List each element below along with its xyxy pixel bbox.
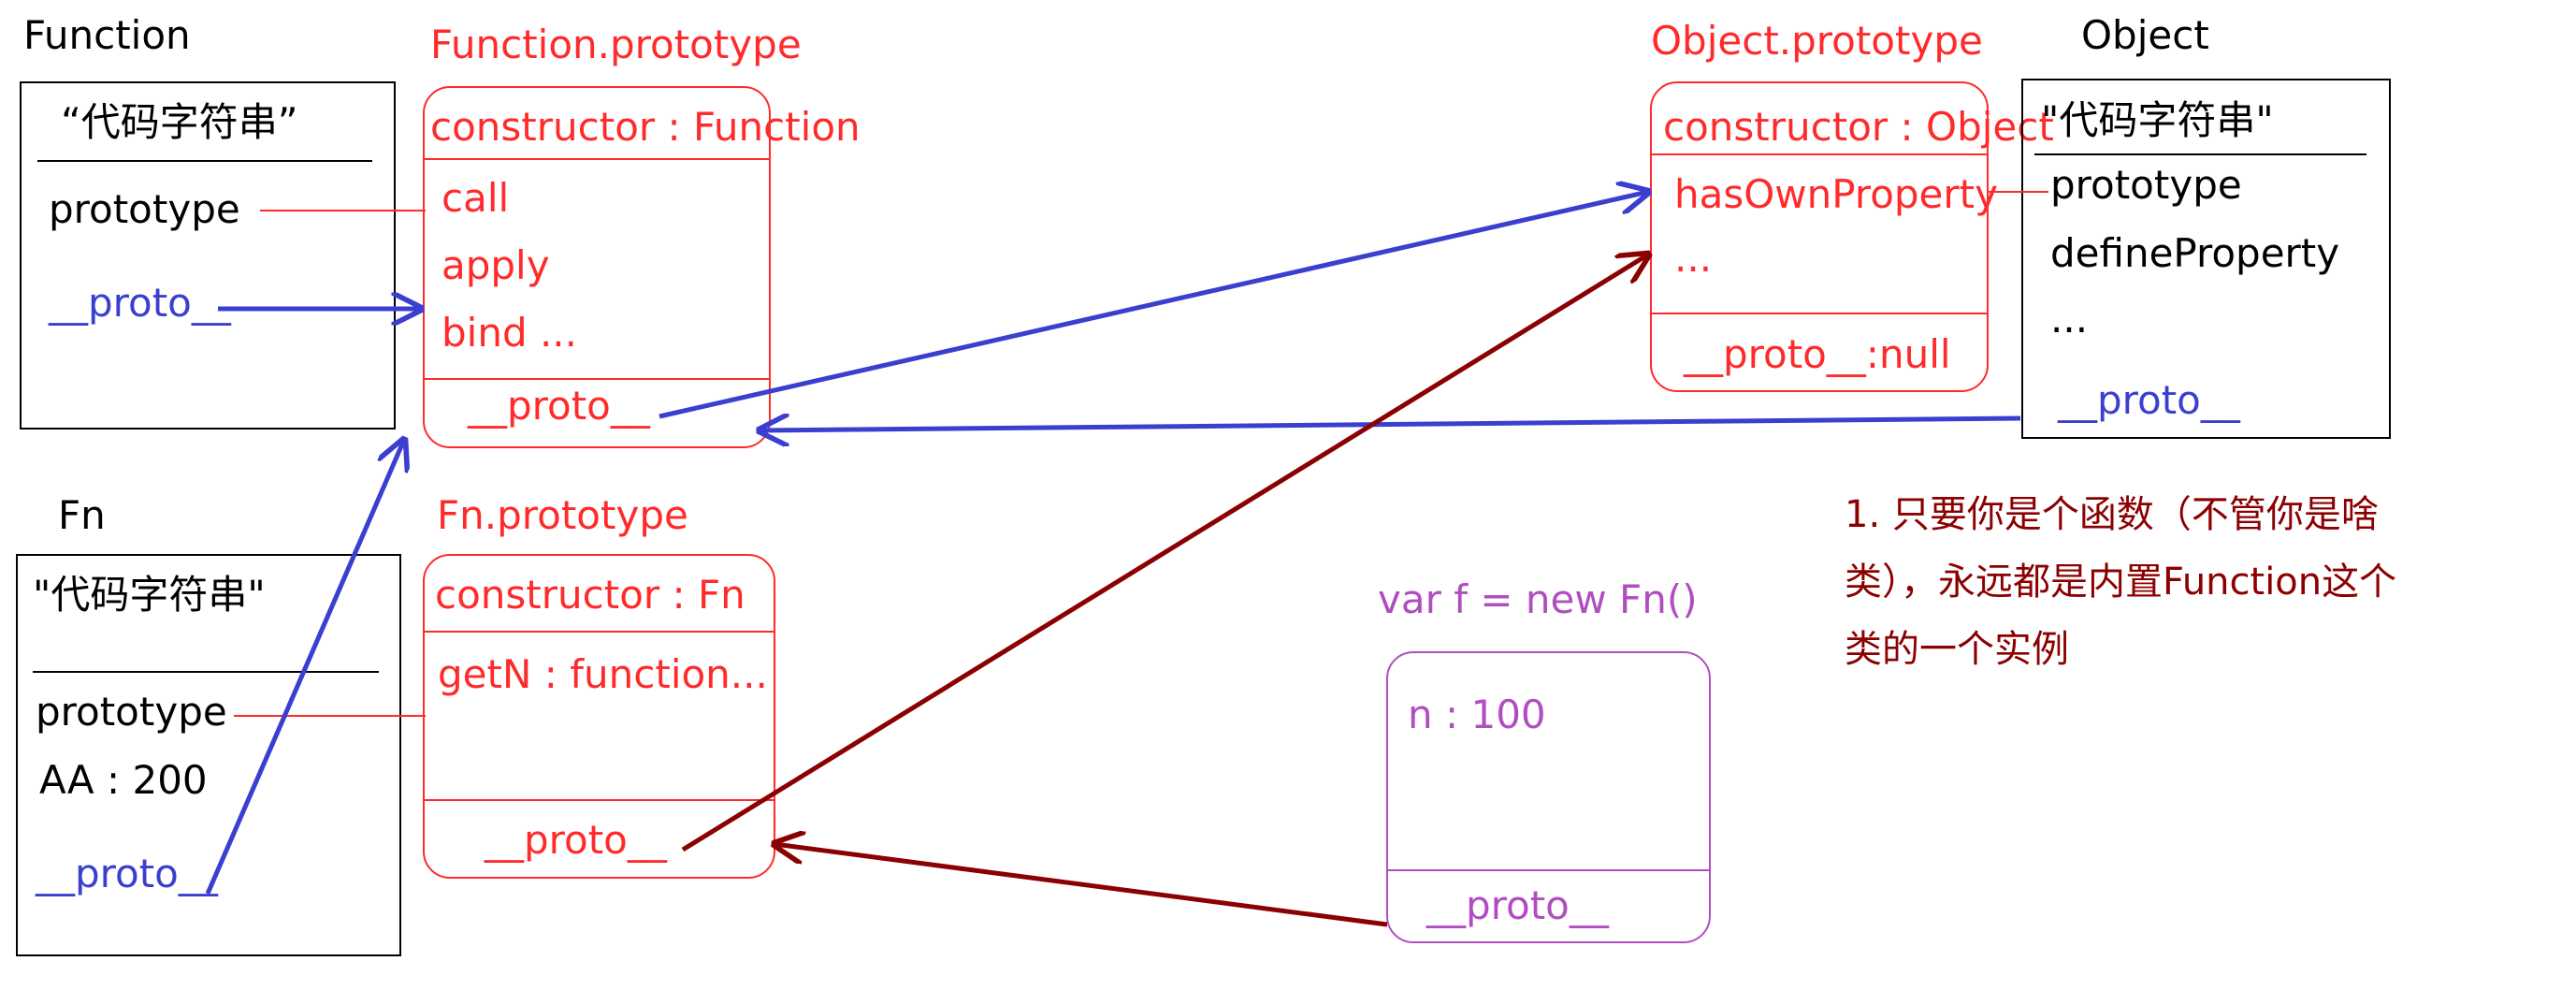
note: 1. 只要你是个函数（不管你是啥 类），永远都是内置Function这个 类的一…: [1845, 493, 2396, 671]
function-prototype-label: prototype: [49, 186, 240, 232]
fn-prototype-get-n: getN : function...: [438, 651, 768, 697]
fn-prototype-proto-arrow: [681, 255, 1648, 852]
instance-proto-arrow: [774, 844, 1388, 927]
function-prototype-bind: bind ...: [441, 310, 577, 356]
object-proto-label: __proto__: [2057, 377, 2241, 423]
instance-proto: __proto__: [1425, 882, 1610, 928]
note-line-2: 类），永远都是内置Function这个: [1845, 561, 2396, 604]
object-prototype-label: prototype: [2050, 162, 2242, 208]
function-prototype-box: [423, 86, 771, 448]
object-prototype-ellipsis: ...: [1674, 235, 1712, 281]
object-title: Object: [2081, 12, 2209, 58]
fn-prototype-label: prototype: [36, 689, 227, 735]
function-prototype-call: call: [441, 175, 509, 221]
fn-prototype-constructor: constructor : Fn: [435, 572, 745, 618]
object-prototype-node: Object.prototype constructor : Object ha…: [1650, 18, 2054, 392]
function-prototype-apply: apply: [441, 242, 550, 288]
object-ellipsis: ...: [2050, 296, 2088, 342]
function-prototype-proto-arrow: [658, 192, 1648, 419]
fn-prototype-title: Fn.prototype: [437, 492, 688, 538]
object-define-property: defineProperty: [2050, 230, 2339, 276]
fn-prototype-proto: __proto__: [484, 817, 668, 863]
note-line-3: 类的一个实例: [1845, 628, 2069, 671]
function-title: Function: [23, 12, 191, 58]
function-proto-label: __proto__: [48, 280, 232, 326]
function-node: Function “代码字符串” prototype __proto__: [20, 12, 396, 430]
function-code: “代码字符串”: [61, 99, 298, 145]
instance-node: var f = new Fn() n : 100 __proto__: [1378, 576, 1711, 943]
object-prototype-has-own-property: hasOwnProperty: [1674, 171, 1998, 217]
fn-node: Fn "代码字符串" prototype AA : 200 __proto__: [16, 492, 401, 956]
object-prototype-proto: __proto__:null: [1683, 331, 1951, 377]
fn-proto-arrow: [205, 440, 404, 895]
note-line-1: 1. 只要你是个函数（不管你是啥: [1845, 493, 2379, 536]
fn-title: Fn: [58, 492, 106, 538]
object-code: "代码字符串": [2041, 97, 2274, 143]
instance-box: [1386, 651, 1711, 943]
fn-prototype-node: Fn.prototype constructor : Fn getN : fun…: [423, 492, 775, 879]
object-node: Object "代码字符串" prototype defineProperty …: [2021, 12, 2391, 439]
object-proto-arrow: [760, 418, 2021, 430]
fn-aa-value: AA : 200: [39, 757, 208, 803]
instance-title: var f = new Fn(): [1378, 576, 1698, 622]
object-prototype-constructor: constructor : Object: [1663, 104, 2054, 150]
object-prototype-title: Object.prototype: [1651, 18, 1983, 64]
function-box: [20, 81, 396, 430]
function-prototype-proto: __proto__: [467, 383, 651, 429]
fn-proto-label: __proto__: [35, 851, 219, 896]
function-prototype-title: Function.prototype: [430, 22, 802, 67]
fn-code: "代码字符串": [33, 572, 266, 618]
object-prototype-box: [1650, 81, 1989, 392]
object-box: [2021, 79, 2391, 439]
function-prototype-node: Function.prototype constructor : Functio…: [423, 22, 861, 448]
instance-n-value: n : 100: [1408, 692, 1546, 737]
function-prototype-constructor: constructor : Function: [430, 104, 861, 150]
fn-box: [16, 554, 401, 956]
